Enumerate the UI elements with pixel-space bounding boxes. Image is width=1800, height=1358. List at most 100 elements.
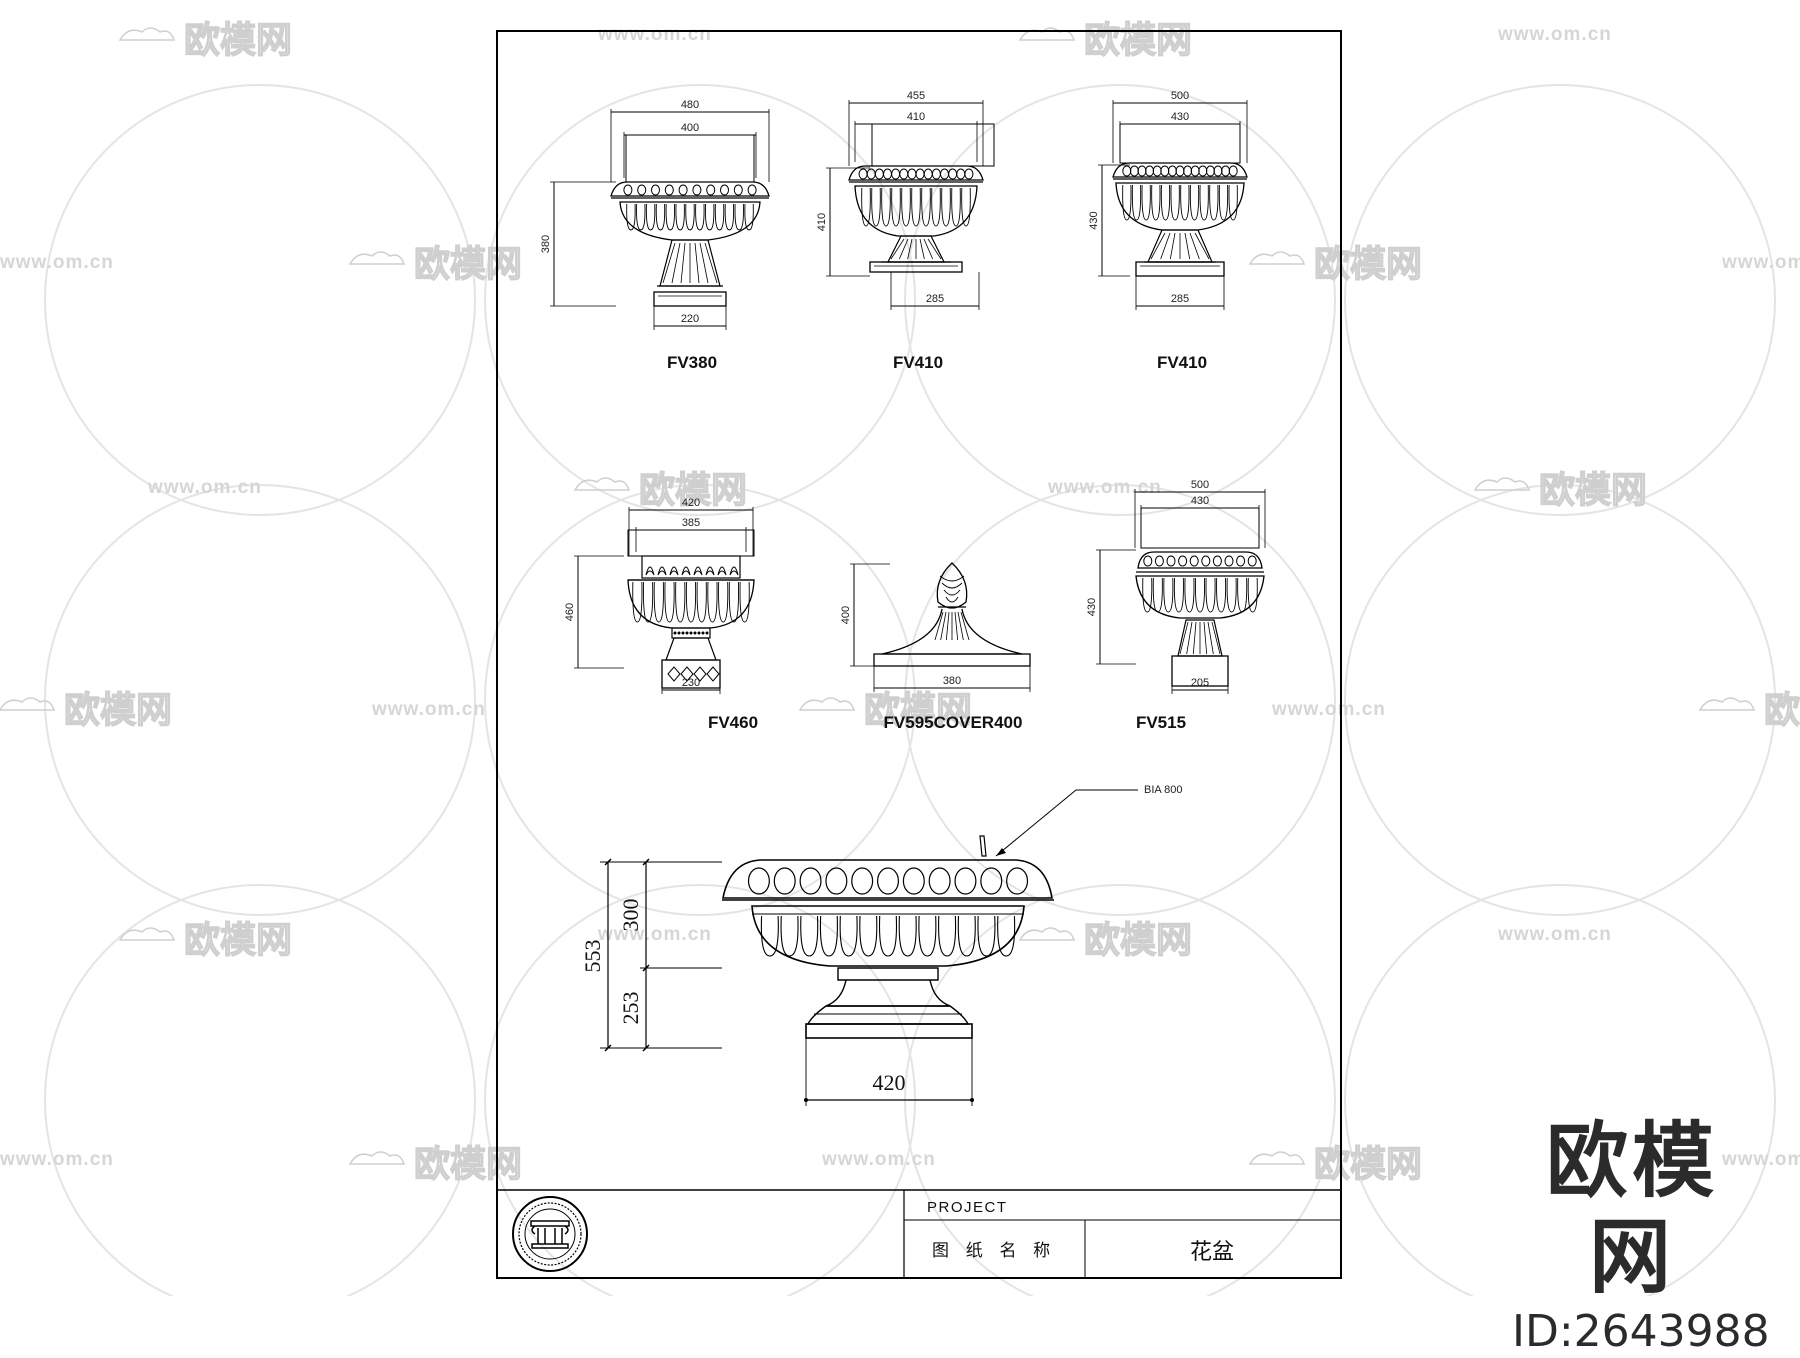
- sheet-border: [496, 30, 1342, 1279]
- petal: [918, 915, 937, 957]
- dim-tick: [642, 964, 650, 972]
- watermark-url: www.om.cn: [597, 24, 712, 45]
- egg-bead: [948, 168, 958, 180]
- petal: [728, 581, 739, 623]
- egg-bead: [1152, 165, 1162, 177]
- dim-base: 230: [682, 677, 700, 689]
- company-logo: [512, 1196, 588, 1272]
- asset-id: ID:2643988: [1512, 1306, 1770, 1357]
- petal: [957, 915, 976, 957]
- watermark-sofa-icon: [798, 697, 856, 711]
- egg-bead: [747, 184, 757, 196]
- petal: [685, 203, 695, 231]
- watermark-sofa-icon: [1248, 1151, 1306, 1165]
- drain-marker: [979, 835, 987, 857]
- collar-bead: [681, 631, 685, 635]
- dim-top-outer: 455: [907, 90, 925, 102]
- petal: [901, 187, 911, 227]
- watermark-url: www.om.cn: [1721, 252, 1800, 273]
- egg-bead: [664, 184, 674, 196]
- watermark-ring: [1344, 484, 1776, 916]
- watermark-brand: 欧模网: [864, 689, 972, 730]
- egg-bead: [1198, 165, 1208, 177]
- egg-bead: [923, 168, 933, 180]
- collar-bead: [701, 631, 705, 635]
- vase-label: FV380: [667, 353, 717, 372]
- petal: [626, 203, 636, 231]
- dim-height: 430: [1088, 211, 1100, 229]
- petal: [645, 203, 656, 231]
- petal: [695, 203, 705, 231]
- petal: [655, 203, 666, 231]
- watermark-sofa-icon: [118, 927, 176, 941]
- petal: [977, 915, 996, 957]
- watermark-brand: 欧模网: [184, 19, 292, 60]
- cad-drawing: 欧模网欧模网欧模网欧模网欧模网欧模网欧模网欧模网欧模网欧模网欧模网欧模网欧模网w…: [0, 18, 1800, 1316]
- petal: [1218, 184, 1229, 221]
- petal: [1226, 577, 1237, 613]
- petal: [653, 581, 664, 623]
- petal: [724, 203, 735, 231]
- petal: [951, 187, 961, 227]
- brand-name: 欧模网: [1545, 1114, 1718, 1305]
- egg-bead: [678, 184, 688, 196]
- watermark-url: www.om.cn: [1497, 24, 1612, 45]
- watermark-url: www.om.cn: [0, 252, 114, 273]
- vase-label: FV595COVER400: [884, 713, 1023, 732]
- title-block: PROJECT 图 纸 名 称 花盆: [497, 1189, 1341, 1278]
- acanthus-leaf: [705, 566, 715, 576]
- egg-bead: [891, 168, 901, 180]
- egg-bead: [954, 867, 977, 895]
- watermark-url: www.om.cn: [1271, 699, 1386, 720]
- dim-top-outer: 480: [681, 99, 699, 111]
- egg-bead: [1167, 165, 1177, 177]
- drawing-stage: 欧模网欧模网欧模网欧模网欧模网欧模网欧模网欧模网欧模网欧模网欧模网欧模网欧模网w…: [0, 18, 1800, 1316]
- acanthus-leaf: [681, 566, 691, 576]
- petal: [1170, 184, 1180, 221]
- petal: [961, 187, 971, 227]
- watermark-url: www.om.cn: [147, 477, 262, 498]
- egg-bead: [1213, 165, 1223, 177]
- watermark-sofa-icon: [1018, 927, 1076, 941]
- watermark-ring: [1344, 84, 1776, 516]
- petal: [675, 203, 685, 231]
- dim-height: 400: [840, 606, 852, 624]
- dim-top-inner: 400: [681, 122, 699, 134]
- collar-bead: [697, 631, 701, 635]
- egg-bead: [799, 867, 822, 895]
- egg-bead: [692, 184, 702, 196]
- petal: [1189, 184, 1200, 221]
- egg-bead: [1178, 555, 1188, 567]
- dim-height: 430: [1086, 598, 1098, 616]
- vase-bowl: [1115, 182, 1245, 231]
- dim-base: 285: [926, 293, 944, 305]
- egg-bead: [637, 184, 647, 196]
- egg-bead: [1143, 555, 1153, 567]
- egg-bead: [1212, 555, 1222, 567]
- watermark-sofa-icon: [1698, 697, 1756, 711]
- watermark-url: www.om.cn: [597, 924, 712, 945]
- petal: [941, 187, 951, 227]
- petal: [1199, 184, 1209, 221]
- petal: [714, 203, 725, 231]
- egg-bead: [964, 168, 974, 180]
- petal: [744, 203, 754, 231]
- vase-label: FV410: [1157, 353, 1207, 372]
- egg-bead: [1175, 165, 1185, 177]
- collar-bead: [705, 631, 709, 635]
- dim-top-outer: 500: [1171, 90, 1189, 102]
- watermark-brand: 欧模网: [64, 689, 172, 730]
- dim-upper: 300: [618, 899, 643, 932]
- egg-bead: [851, 867, 874, 895]
- finial-bud: [936, 562, 968, 609]
- dim-base: 285: [1171, 293, 1189, 305]
- egg-bead: [733, 184, 743, 196]
- egg-bead: [931, 168, 941, 180]
- petal: [739, 581, 750, 623]
- watermark-ring: [904, 84, 1336, 516]
